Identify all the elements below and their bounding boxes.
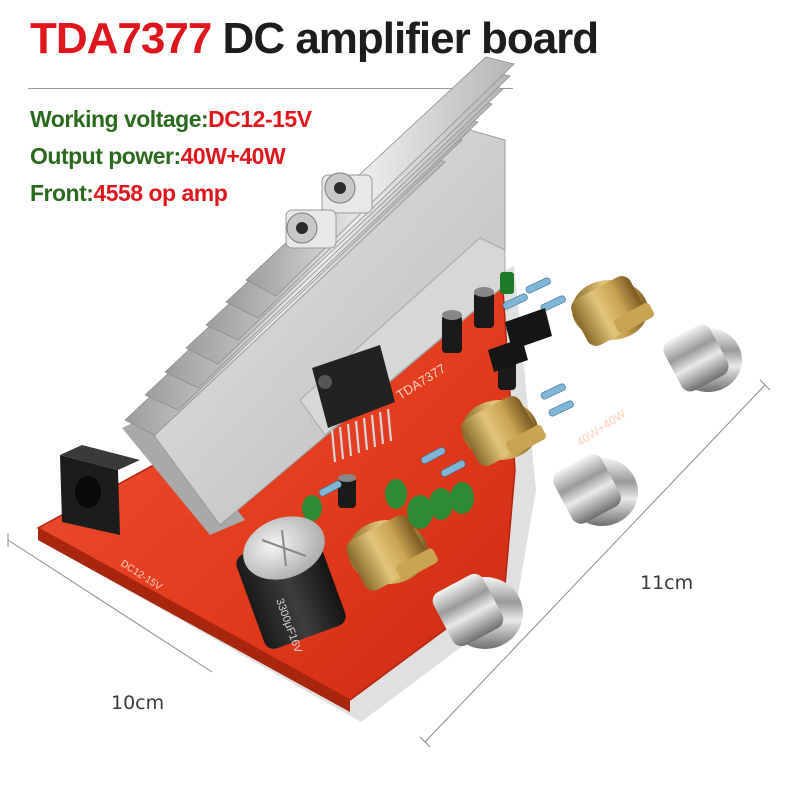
title-divider	[28, 88, 513, 89]
small-capacitors	[338, 272, 516, 508]
dimension-lines	[7, 379, 771, 748]
rca-jacks	[285, 172, 373, 249]
dc-jack	[60, 445, 140, 535]
spec-voltage-value: DC12-15V	[208, 106, 312, 132]
title-rest: DC amplifier board	[222, 14, 600, 63]
dimension-width-label: 10cm	[111, 692, 165, 714]
spec-voltage: Working voltage:DC12-15V	[30, 106, 312, 133]
title-model: TDA7377	[30, 14, 212, 63]
spec-front: Front:4558 op amp	[30, 180, 228, 207]
volume-knob-group	[571, 276, 742, 392]
film-capacitors	[302, 479, 474, 529]
page-title: TDA7377 DC amplifier board	[30, 14, 600, 64]
treble-knob-group	[346, 515, 523, 649]
spec-power: Output power:40W+40W	[30, 143, 286, 170]
spec-front-label: Front:	[30, 180, 94, 206]
amplifier-chip	[312, 345, 395, 463]
spec-power-label: Output power:	[30, 143, 181, 169]
dimension-height-label: 11cm	[640, 572, 694, 594]
board-power-label: 40W+40W	[574, 406, 629, 449]
main-capacitor: 3300μF16V	[236, 516, 346, 655]
spec-power-value: 40W+40W	[180, 143, 286, 169]
op-amp-chips	[488, 308, 552, 372]
spec-voltage-label: Working voltage:	[30, 106, 209, 132]
bass-knob-group	[461, 396, 638, 526]
spec-front-value: 4558 op amp	[93, 180, 228, 206]
